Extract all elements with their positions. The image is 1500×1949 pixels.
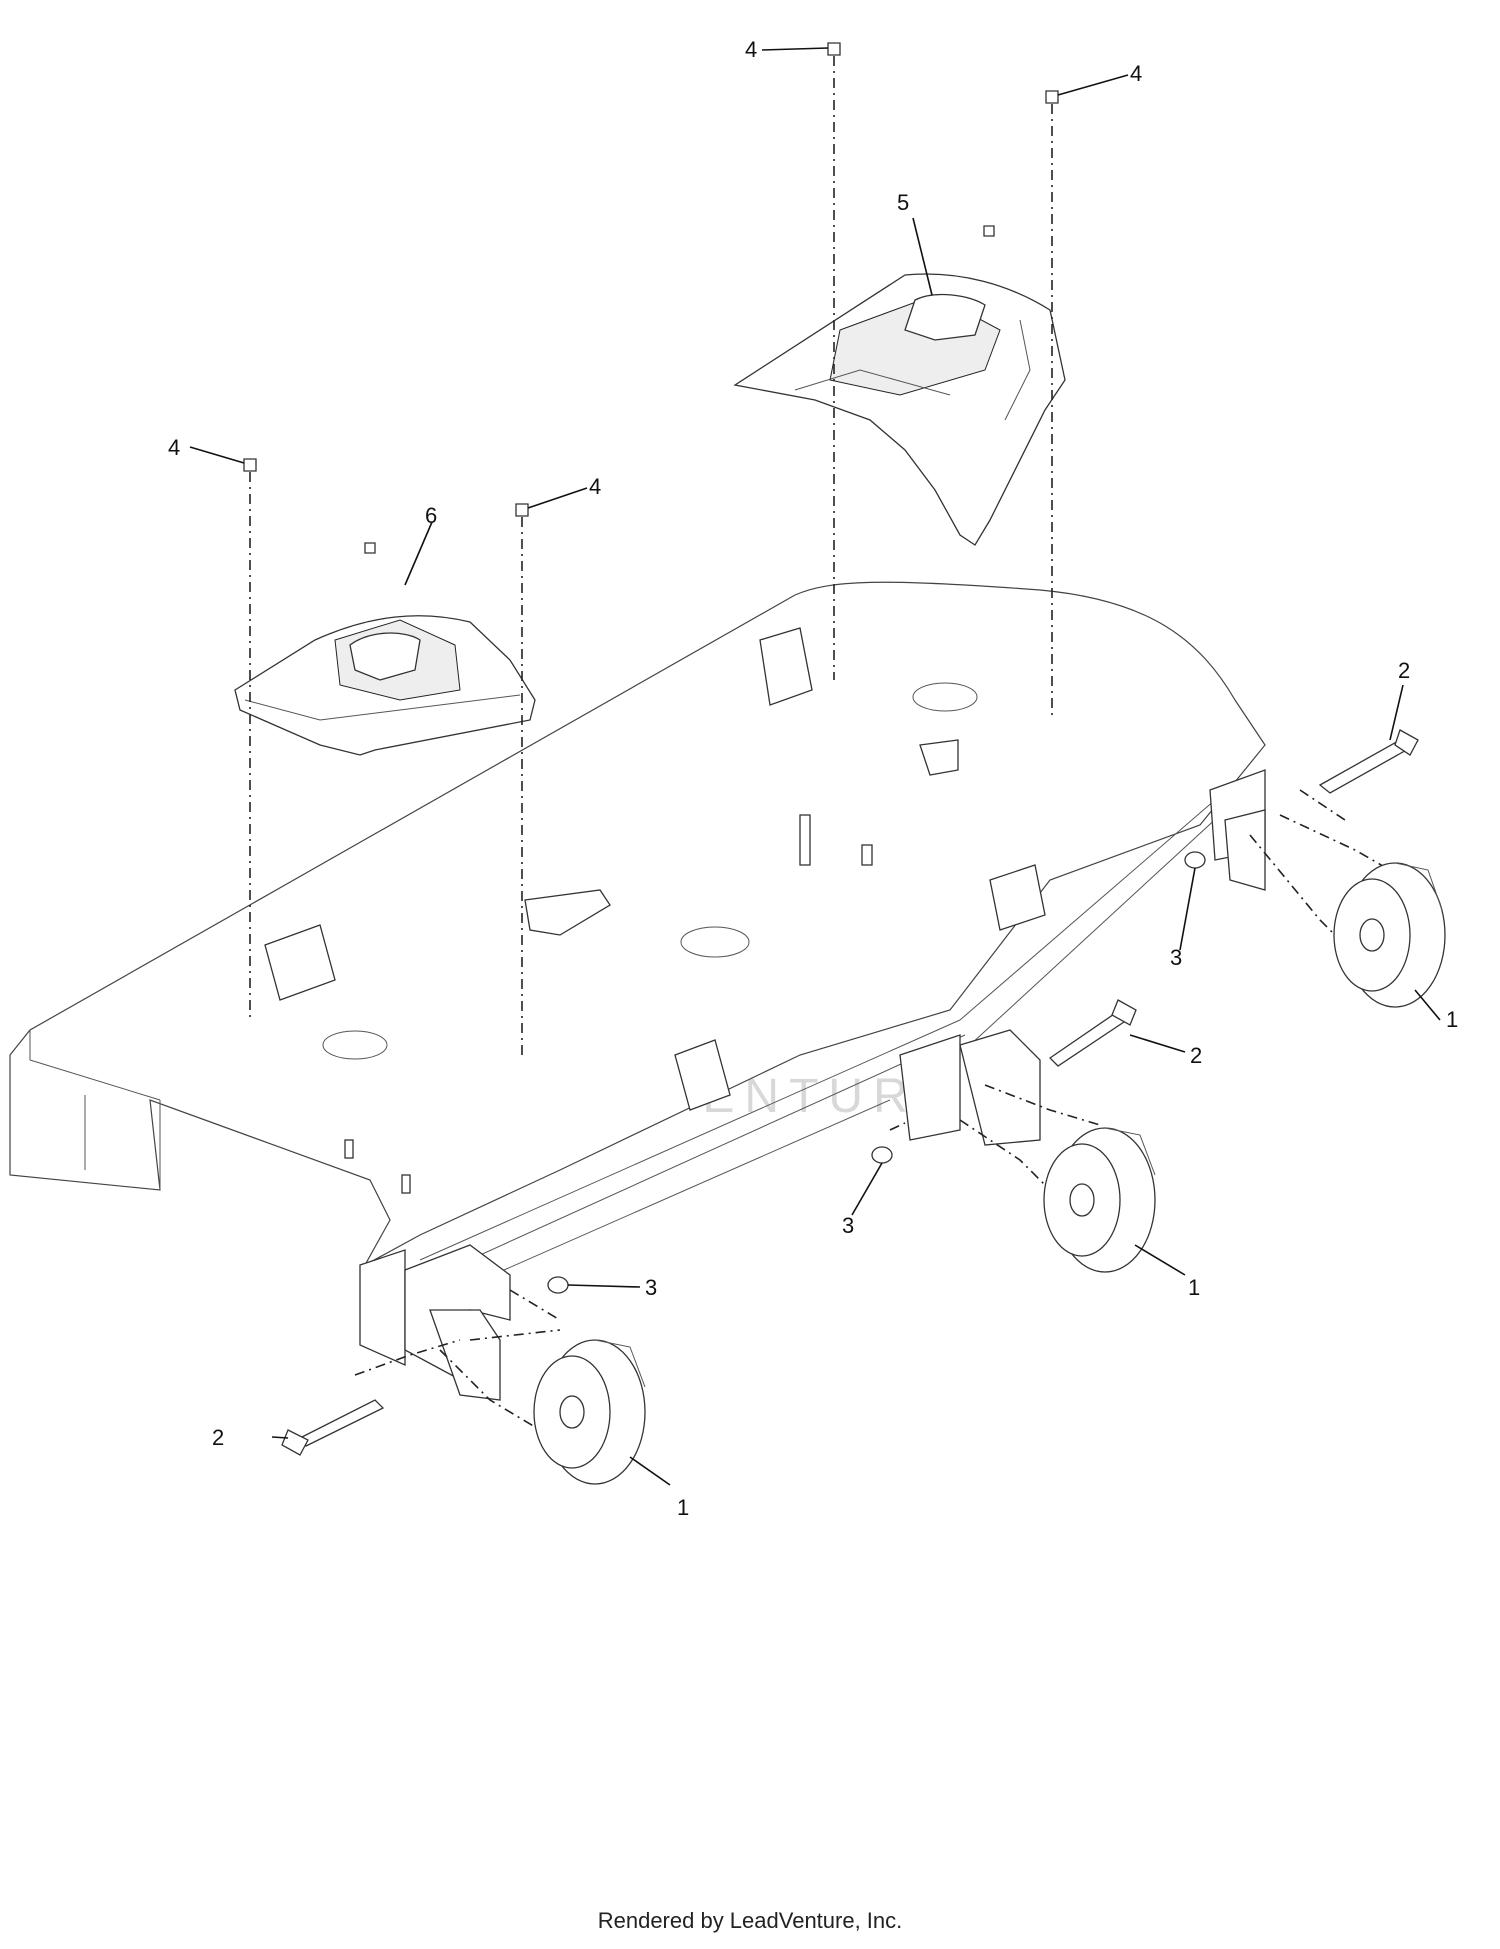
- mower-deck: [9, 581, 1266, 1401]
- callout-3: 3: [1170, 945, 1182, 970]
- callout-4: 4: [1130, 61, 1142, 86]
- callout-1: 1: [677, 1495, 689, 1520]
- callout-labels: 4 4 4 4 5 6 2 2 2 3 3 3 1 1 1: [168, 37, 1458, 1520]
- part-6-belt-cover: [234, 615, 536, 756]
- callout-3: 3: [645, 1275, 657, 1300]
- callout-3: 3: [842, 1213, 854, 1238]
- callout-4: 4: [745, 37, 757, 62]
- callout-4: 4: [589, 474, 601, 499]
- callout-1: 1: [1188, 1275, 1200, 1300]
- callout-1: 1: [1446, 1007, 1458, 1032]
- callout-2: 2: [212, 1425, 224, 1450]
- deck-wheels: [533, 862, 1446, 1485]
- assembly-lines: [249, 56, 1391, 1431]
- callout-6: 6: [425, 503, 437, 528]
- bolt-fasteners: [243, 42, 1059, 554]
- footer-credit: Rendered by LeadVenture, Inc.: [597, 1908, 903, 1933]
- callout-2: 2: [1398, 658, 1410, 683]
- part-5-belt-cover: [733, 273, 1066, 546]
- callout-2: 2: [1190, 1043, 1202, 1068]
- callout-4: 4: [168, 435, 180, 460]
- leader-lines: [189, 47, 1441, 1486]
- callout-5: 5: [897, 190, 909, 215]
- wheel-bolts: [281, 729, 1419, 1456]
